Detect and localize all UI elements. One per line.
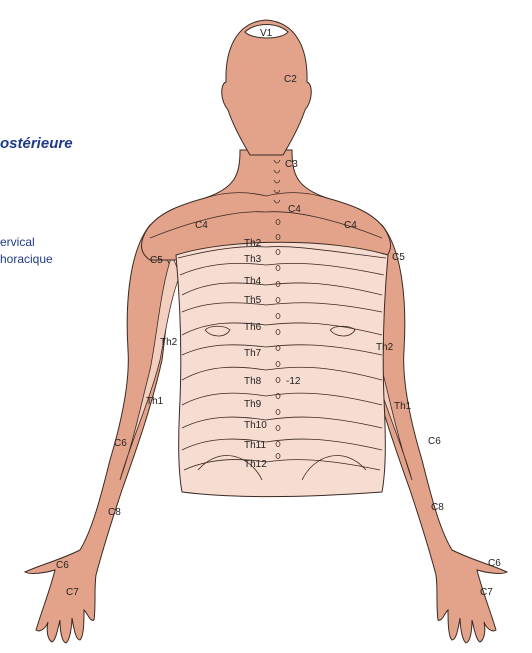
label-c6-right: C6 <box>428 436 441 447</box>
label-th2-arm-left: Th2 <box>160 337 178 348</box>
trunk <box>176 242 388 496</box>
label-c8-left: C8 <box>108 507 121 518</box>
label-th5: Th5 <box>244 295 262 306</box>
label-th6: Th6 <box>244 322 262 333</box>
label-c6-left: C6 <box>114 438 127 449</box>
label-c8-right: C8 <box>431 502 444 513</box>
head <box>222 20 312 155</box>
label-th2-arm-right: Th2 <box>376 342 394 353</box>
label-c7-left: C7 <box>66 587 79 598</box>
label-spine-12: -12 <box>286 376 301 387</box>
label-th12: Th12 <box>244 459 267 470</box>
label-c5-right: C5 <box>392 252 405 263</box>
label-th1-left: Th1 <box>146 396 164 407</box>
label-th1-right: Th1 <box>394 401 412 412</box>
label-c6-hand-right: C6 <box>488 558 501 569</box>
label-v1: V1 <box>260 28 273 39</box>
label-th7: Th7 <box>244 348 262 359</box>
label-c2: C2 <box>284 74 297 85</box>
label-c4-center: C4 <box>288 204 301 215</box>
label-th11: Th11 <box>244 440 266 451</box>
label-c7-right: C7 <box>480 587 493 598</box>
label-th9: Th9 <box>244 399 262 410</box>
label-c6-hand-left: C6 <box>56 560 69 571</box>
label-th2: Th2 <box>244 238 262 249</box>
label-c4-left: C4 <box>195 220 208 231</box>
label-th10: Th10 <box>244 420 267 431</box>
label-th3: Th3 <box>244 254 262 265</box>
label-th8: Th8 <box>244 376 262 387</box>
label-th4: Th4 <box>244 276 262 287</box>
label-c5-left: C5 <box>150 255 163 266</box>
left-arm <box>25 225 175 643</box>
label-c4-right: C4 <box>344 220 357 231</box>
label-c3: C3 <box>285 159 298 170</box>
